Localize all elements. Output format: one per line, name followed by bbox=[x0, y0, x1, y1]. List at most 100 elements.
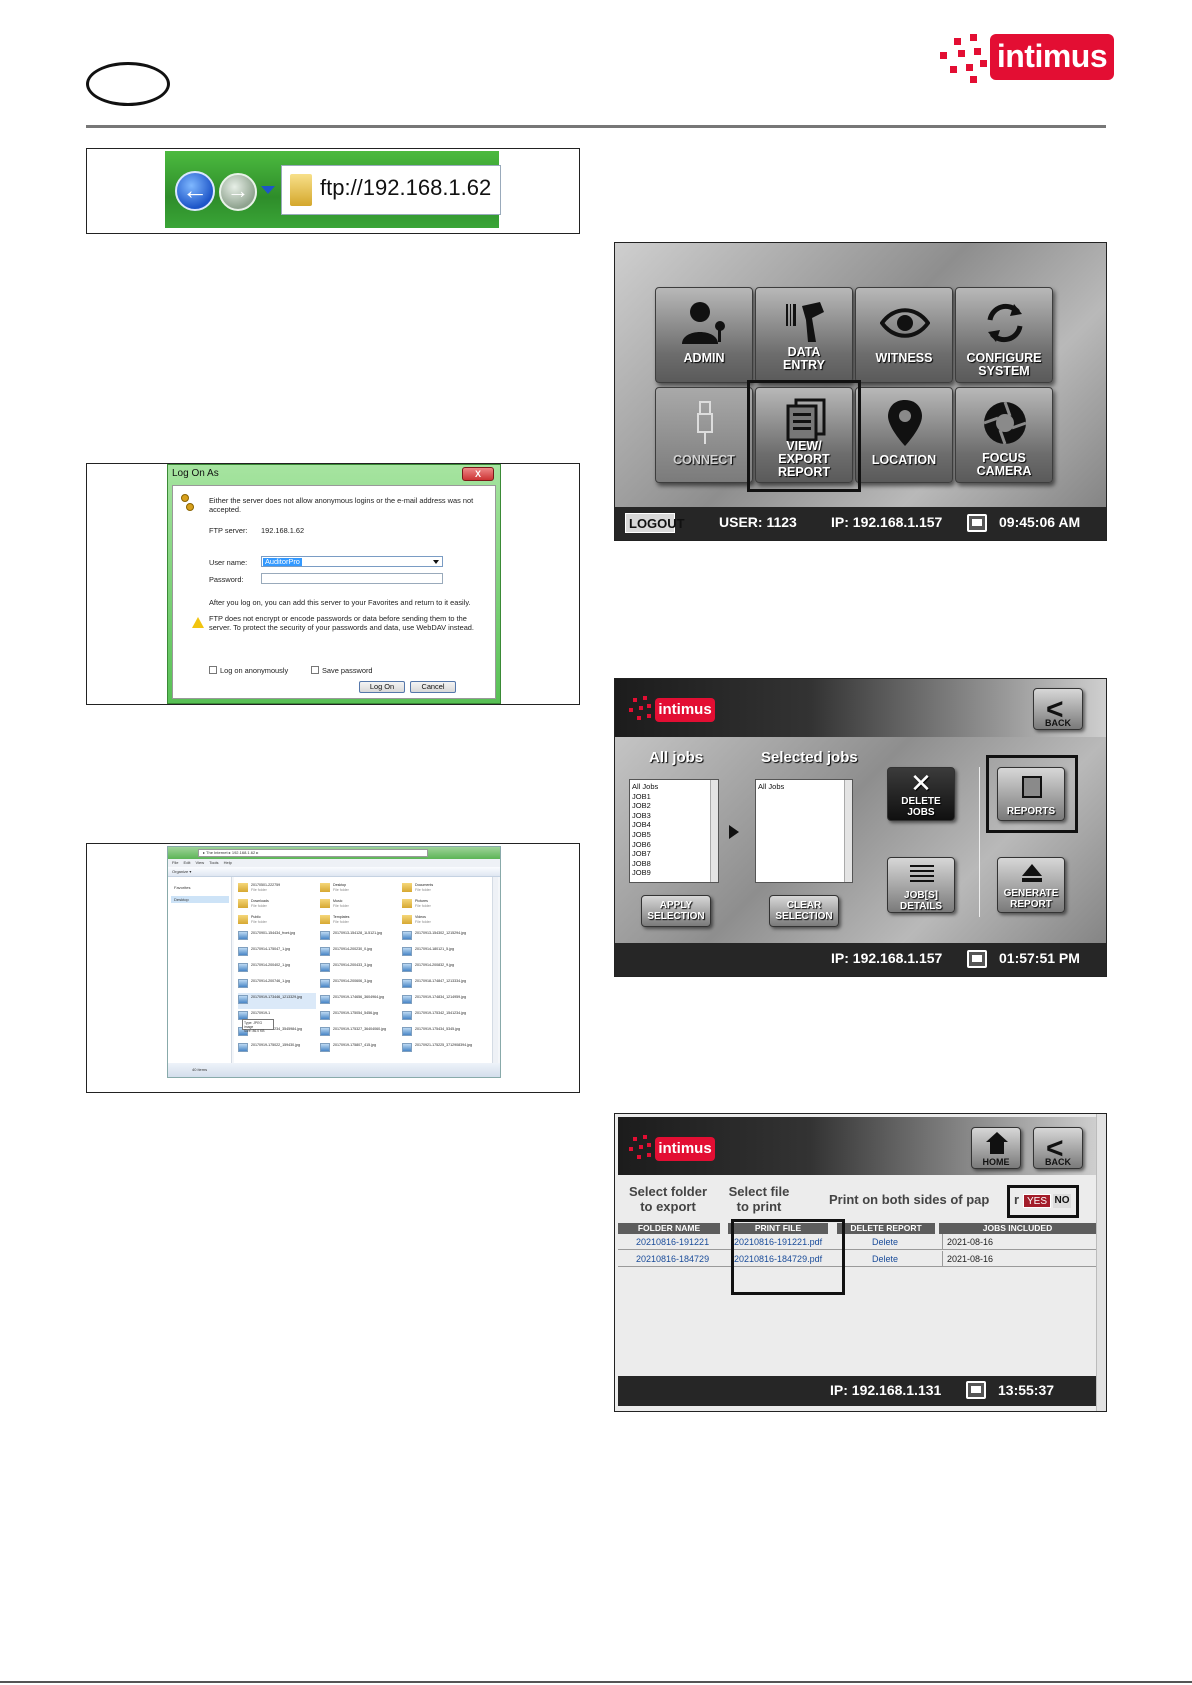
selected-job-item[interactable]: All Jobs bbox=[758, 782, 785, 791]
view-export-report-tile[interactable]: VIEW/ EXPORT REPORT bbox=[755, 387, 853, 483]
all-jobs-title: All jobs bbox=[649, 749, 704, 766]
list-scrollbar[interactable] bbox=[710, 780, 718, 882]
no-toggle[interactable]: NO bbox=[1053, 1194, 1071, 1208]
selected-jobs-list[interactable]: All Jobs bbox=[755, 779, 853, 883]
password-input[interactable] bbox=[261, 573, 443, 584]
folder-link[interactable]: 20210816-191221 bbox=[636, 1237, 710, 1247]
witness-tile[interactable]: WITNESS bbox=[855, 287, 953, 383]
explorer-address[interactable]: ▸ The Internet ▸ 192.168.1.62 ▸ bbox=[198, 849, 428, 857]
file-name: Public bbox=[251, 915, 261, 919]
job-list-item[interactable]: JOB4 bbox=[632, 820, 651, 830]
generate-report-button[interactable]: GENERATE REPORT bbox=[997, 857, 1065, 913]
nav-item-desktop[interactable]: Desktop bbox=[174, 897, 189, 902]
file-item[interactable]: 20170914-200230_0.jpg bbox=[320, 945, 398, 961]
file-item[interactable]: 20170919-175327_36404060.jpg bbox=[320, 1025, 398, 1041]
admin-tile[interactable]: ADMIN bbox=[655, 287, 753, 383]
username-dropdown[interactable]: AuditorPro bbox=[261, 556, 443, 567]
cancel-button[interactable]: Cancel bbox=[410, 681, 456, 693]
file-item[interactable]: 20170914-180121_5.jpg bbox=[402, 945, 480, 961]
print-file-link[interactable]: 20210816-184729.pdf bbox=[734, 1254, 823, 1264]
focus-camera-tile[interactable]: FOCUS CAMERA bbox=[955, 387, 1053, 483]
list-scrollbar[interactable] bbox=[844, 780, 852, 882]
delete-link[interactable]: Delete bbox=[872, 1237, 899, 1247]
job-list-item[interactable]: All Jobs bbox=[632, 782, 659, 791]
anonymous-checkbox[interactable] bbox=[209, 666, 217, 674]
address-input[interactable]: ftp://192.168.1.62 bbox=[281, 165, 501, 215]
back-button[interactable]: < BACK bbox=[1033, 1127, 1083, 1169]
yes-toggle[interactable]: YES bbox=[1023, 1194, 1051, 1208]
file-item[interactable]: 20170919-175434_5345.jpg bbox=[402, 1025, 480, 1041]
history-dropdown-icon[interactable] bbox=[261, 186, 275, 194]
explorer-scrollbar[interactable] bbox=[492, 877, 498, 1065]
file-item[interactable]: 20170901-154434_front.jpg bbox=[238, 929, 316, 945]
close-button[interactable]: X bbox=[462, 467, 494, 481]
apply-selection-button[interactable]: APPLY SELECTION bbox=[641, 895, 711, 927]
nav-item-favorites[interactable]: Favorites bbox=[174, 885, 191, 890]
location-tile[interactable]: LOCATION bbox=[855, 387, 953, 483]
job-list-item[interactable]: JOB2 bbox=[632, 801, 651, 811]
connect-tile[interactable]: CONNECT bbox=[655, 387, 753, 483]
job-list-item[interactable]: JOB7 bbox=[632, 849, 651, 859]
clear-label-1: CLEAR bbox=[786, 900, 822, 911]
job-list-item[interactable]: JOB9 bbox=[632, 868, 651, 878]
job-list-item[interactable]: JOB5 bbox=[632, 830, 651, 839]
file-name: 20170919-175054_5456.jpg bbox=[333, 1011, 378, 1015]
chevron-down-icon[interactable] bbox=[433, 560, 439, 564]
file-item[interactable]: 20170919-174656_3604964.jpg bbox=[320, 993, 398, 1009]
back-arrow-icon[interactable]: ← bbox=[175, 171, 215, 211]
file-item[interactable]: 20170913-154128_1L5121.jpg bbox=[320, 929, 398, 945]
data-entry-tile[interactable]: DATA ENTRY bbox=[755, 287, 853, 383]
view-export-label-2: EXPORT bbox=[778, 452, 830, 466]
file-item[interactable]: 20170914-200606_3.jpg bbox=[320, 977, 398, 993]
configure-system-tile[interactable]: CONFIGURE SYSTEM bbox=[955, 287, 1053, 383]
job-details-button[interactable]: JOB[S] DETAILS bbox=[887, 857, 955, 913]
job-list-item[interactable]: JOB6 bbox=[632, 839, 651, 849]
file-item[interactable]: 20170919-175054_5456.jpg bbox=[320, 1009, 398, 1025]
delete-jobs-button[interactable]: ✕ DELETE JOBS bbox=[887, 767, 955, 821]
explorer-toolbar[interactable]: Organize ▾ bbox=[168, 867, 500, 877]
print-file-link[interactable]: 20210816-191221.pdf bbox=[734, 1237, 823, 1247]
file-item[interactable]: 20170919-175022_159430.jpg bbox=[238, 1041, 316, 1057]
reports-icon bbox=[1022, 776, 1042, 798]
file-item[interactable]: 20170919-175807_415.jpg bbox=[320, 1041, 398, 1057]
file-item[interactable]: 20170913-154302_1215294.jpg bbox=[402, 929, 480, 945]
file-item[interactable]: 20170919-174834_1214959.jpg bbox=[402, 993, 480, 1009]
reports-button[interactable]: REPORTS bbox=[997, 767, 1065, 821]
folder-link[interactable]: 20210816-184729 bbox=[636, 1254, 710, 1264]
right-scrollbar[interactable] bbox=[1096, 1114, 1106, 1411]
delete-link[interactable]: Delete bbox=[872, 1254, 899, 1264]
logon-button[interactable]: Log On bbox=[359, 681, 405, 693]
file-item[interactable]: 20170914-200402_1.jpg bbox=[238, 961, 316, 977]
file-item[interactable]: 20170919-173446_1213329.jpg bbox=[238, 993, 316, 1009]
file-item[interactable]: 20170914-200433_3.jpg bbox=[320, 961, 398, 977]
home-button[interactable]: HOME bbox=[971, 1127, 1021, 1169]
file-item[interactable]: 20170919-175342_1541234.jpg bbox=[402, 1009, 480, 1025]
file-item[interactable]: 20170914-200832_9.jpg bbox=[402, 961, 480, 977]
forward-arrow-icon[interactable]: → bbox=[219, 173, 257, 211]
warning-text: FTP does not encrypt or encode passwords… bbox=[209, 614, 467, 623]
save-password-checkbox[interactable] bbox=[311, 666, 319, 674]
job-list-item[interactable]: JOB8 bbox=[632, 858, 651, 868]
job-list-item[interactable]: JOB3 bbox=[632, 810, 651, 820]
back-button[interactable]: < BACK bbox=[1033, 688, 1083, 730]
file-name: Music bbox=[333, 899, 343, 903]
file-item[interactable]: 20170914-175047_1.jpg bbox=[238, 945, 316, 961]
file-item[interactable]: 20170921-175225_3712908394.jpg bbox=[402, 1041, 480, 1057]
file-item[interactable]: 20170914-200746_1.jpg bbox=[238, 977, 316, 993]
move-right-arrow-icon[interactable] bbox=[729, 825, 739, 839]
logout-button[interactable] bbox=[625, 513, 675, 533]
file-item[interactable]: 20170918-174847_1213334.jpg bbox=[402, 977, 480, 993]
job-list-item[interactable]: JOB1 bbox=[632, 791, 651, 801]
explorer-menubar[interactable]: File Edit View Tools Help bbox=[168, 859, 500, 867]
clear-selection-button[interactable]: CLEAR SELECTION bbox=[769, 895, 839, 927]
